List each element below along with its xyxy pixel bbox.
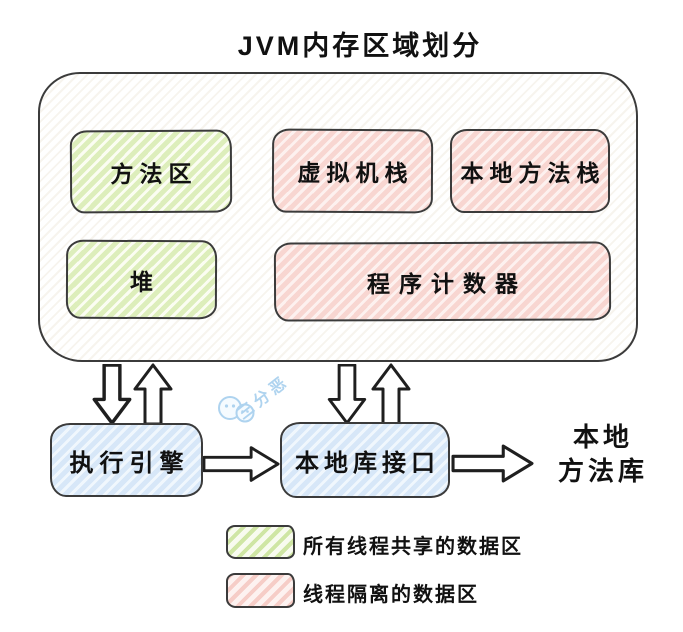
- program-counter-label: 程序计数器: [366, 270, 528, 297]
- up-arrow-icon: [371, 363, 411, 425]
- down-arrow-icon: [327, 364, 367, 425]
- native-method-stack-label: 本地方法栈: [460, 160, 606, 186]
- legend-swatch-shared: [226, 525, 295, 559]
- heap-label: 堆: [129, 268, 160, 295]
- execution-engine-label: 执行引擎: [69, 449, 190, 477]
- legend-swatch-isolated: [226, 573, 295, 608]
- right-arrow-icon: [203, 444, 280, 484]
- program-counter-box: 程序计数器: [273, 241, 612, 322]
- down-arrow-icon: [92, 364, 132, 425]
- up-arrow-icon: [133, 363, 173, 425]
- watermark-text: 三分恶: [234, 372, 293, 424]
- native-method-stack-box: 本地方法栈: [450, 129, 610, 213]
- heap-box: 堆: [65, 239, 218, 320]
- legend-label-isolated: 线程隔离的数据区: [303, 584, 479, 606]
- vm-stack-box: 虚拟机栈: [271, 128, 434, 214]
- diagram-title: JVM内存区域划分: [237, 31, 483, 61]
- native-library-line1: 本地: [572, 422, 633, 452]
- runtime-data-area-container: 方法区 虚拟机栈 本地方法栈 堆 程序计数器: [38, 72, 638, 362]
- method-area-label: 方法区: [110, 160, 198, 187]
- execution-engine-box: 执行引擎: [50, 423, 203, 497]
- vm-stack-label: 虚拟机栈: [297, 159, 414, 187]
- legend-label-shared: 所有线程共享的数据区: [303, 536, 523, 558]
- chat-faces-icon: [216, 394, 256, 430]
- native-library-label: 本地 方法库: [533, 420, 673, 488]
- native-interface-box: 本地库接口: [280, 422, 450, 498]
- right-arrow-icon: [450, 443, 536, 484]
- method-area-box: 方法区: [69, 129, 233, 214]
- native-library-line2: 方法库: [557, 456, 648, 486]
- native-interface-label: 本地库接口: [295, 449, 440, 477]
